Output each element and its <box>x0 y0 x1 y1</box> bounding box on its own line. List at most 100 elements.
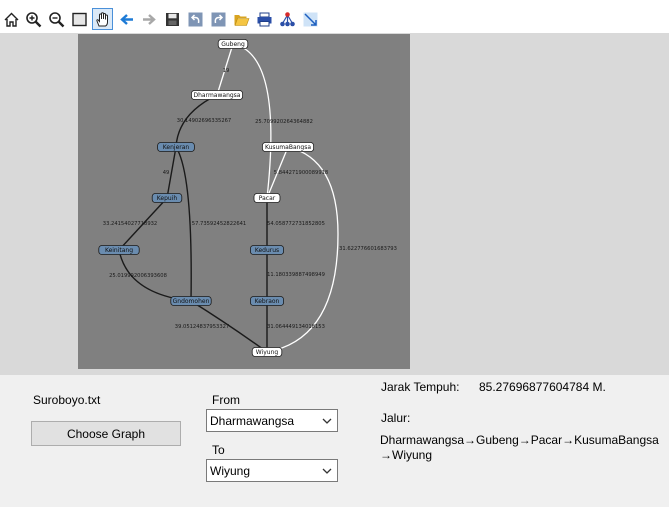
graph-node-box <box>157 142 195 152</box>
edge-weight-label: 49 <box>163 170 170 176</box>
to-label: To <box>212 443 225 457</box>
zoom-in-button[interactable] <box>24 10 43 29</box>
graph-node-label: Pacar <box>259 195 276 202</box>
graph-node-label: Kedurus <box>255 247 279 254</box>
graph-node-box <box>98 245 140 255</box>
graph-node[interactable]: Kenjeran <box>157 142 195 152</box>
graph-node-box <box>217 39 249 49</box>
home-icon <box>4 12 19 27</box>
chevron-down-icon <box>322 468 332 474</box>
graph-edge <box>166 146 177 199</box>
edge-weight-label: 19 <box>223 68 230 74</box>
zoom-in-icon <box>26 12 42 28</box>
edge-weight-label: 5.844271900089918 <box>274 170 328 176</box>
distance-label: Jarak Tempuh: <box>381 380 460 394</box>
graph-node-label: Wiyung <box>256 349 279 356</box>
save-icon <box>166 13 179 26</box>
pan-button[interactable] <box>92 8 113 30</box>
choose-graph-button-label: Choose Graph <box>66 426 146 441</box>
graph-node[interactable]: Kedurus <box>249 245 284 255</box>
redo-button[interactable] <box>209 10 228 29</box>
graph-figure: 19 25.709920264364882 30.14902696335267 49 5… <box>98 39 397 357</box>
zoom-out-button[interactable] <box>47 10 66 29</box>
graph-node[interactable]: Keinitang <box>98 245 140 255</box>
pan-hand-icon <box>96 11 108 26</box>
graph-node[interactable]: Pacar <box>253 193 281 203</box>
graph-edge <box>216 43 234 96</box>
from-select[interactable]: Dharmawangsa <box>206 409 338 432</box>
graph-edge <box>175 146 192 302</box>
graph-node[interactable]: Wiyung <box>251 347 283 357</box>
graph-node-label: Gndomohen <box>173 298 210 305</box>
edge-weight-label: 31.064449134018153 <box>267 324 325 330</box>
back-arrow-icon <box>120 14 133 25</box>
print-button[interactable] <box>255 10 274 29</box>
graph-node[interactable]: Kepuih <box>151 193 183 203</box>
graph-node[interactable]: Kebraon <box>249 296 284 306</box>
graph-node-box <box>261 142 314 152</box>
edge-weight-label: 25.709920264364882 <box>255 119 313 125</box>
from-select-value: Dharmawangsa <box>210 413 295 428</box>
route-label: Jalur: <box>381 411 411 425</box>
print-icon <box>257 12 272 27</box>
redo-icon <box>211 12 226 27</box>
edge-weight-label: 39.05124837953327 <box>175 324 229 330</box>
graph-node-box <box>170 296 212 306</box>
plot-toolbar <box>0 7 669 33</box>
graph-node-box <box>151 193 183 203</box>
edge-weight-label: 54.058772731852805 <box>267 221 325 227</box>
graph-node-box <box>249 296 284 306</box>
to-select-value: Wiyung <box>210 463 251 478</box>
zoom-rect-icon <box>72 12 87 27</box>
edge-weight-label: 31.622776601683793 <box>339 246 397 252</box>
edge-weight-label: 30.14902696335267 <box>177 118 231 124</box>
graph-edge <box>266 146 289 199</box>
graph-node-label: KusumaBangsa <box>265 144 311 151</box>
graph-canvas[interactable]: 19 25.709920264364882 30.14902696335267 49 5… <box>78 34 410 369</box>
forward-arrow-icon <box>143 14 156 25</box>
edge-weight-label: 11.180339887498949 <box>267 272 325 278</box>
window-top-strip <box>0 0 669 7</box>
choose-graph-button[interactable]: Choose Graph <box>31 421 181 446</box>
from-label: From <box>212 393 240 407</box>
edge-weight-label: 33.24154027718932 <box>103 221 157 227</box>
zoom-rect-button[interactable] <box>70 10 89 29</box>
graph-node-box <box>253 193 281 203</box>
home-button[interactable] <box>2 10 21 29</box>
zoom-out-icon <box>49 12 65 28</box>
graph-node-label: Gubeng <box>221 41 245 48</box>
graph-node-label: Kebraon <box>255 298 280 305</box>
save-button[interactable] <box>163 10 182 29</box>
edge-weight-label: 57.73592452822641 <box>192 221 246 227</box>
graph-node-box <box>191 90 244 100</box>
open-file-button[interactable] <box>232 10 251 29</box>
graph-node-label: Kenjeran <box>163 144 190 151</box>
to-select[interactable]: Wiyung <box>206 459 338 482</box>
graph-node[interactable]: Gubeng <box>217 39 249 49</box>
undo-icon <box>188 12 203 27</box>
file-name-label: Suroboyo.txt <box>33 393 101 407</box>
graph-node-box <box>251 347 283 357</box>
resize-arrow-icon <box>303 12 318 27</box>
distance-value: 85.27696877604784 M. <box>479 380 606 394</box>
tree-layout-icon <box>280 12 295 27</box>
forward-button[interactable] <box>140 10 159 29</box>
edge-weight-label: 25.019992006393608 <box>109 273 167 279</box>
graph-edge <box>118 197 168 251</box>
graph-node-label: Dharmawangsa <box>194 92 241 99</box>
resize-button[interactable] <box>301 10 320 29</box>
graph-node[interactable]: Dharmawangsa <box>191 90 244 100</box>
graph-node-label: Keinitang <box>105 247 133 254</box>
graph-node[interactable]: KusumaBangsa <box>261 142 314 152</box>
graph-edge <box>266 146 339 353</box>
open-folder-icon <box>234 15 250 26</box>
route-line-2: →Wiyung <box>380 448 433 462</box>
route-line-1: Dharmawangsa→Gubeng→Pacar→KusumaBangsa <box>380 433 659 447</box>
chevron-down-icon <box>322 418 332 424</box>
back-button[interactable] <box>117 10 136 29</box>
undo-button[interactable] <box>186 10 205 29</box>
graph-node-box <box>249 245 284 255</box>
graph-node-label: Kepuih <box>157 195 178 202</box>
graph-node[interactable]: Gndomohen <box>170 296 212 306</box>
layout-button[interactable] <box>278 10 297 29</box>
